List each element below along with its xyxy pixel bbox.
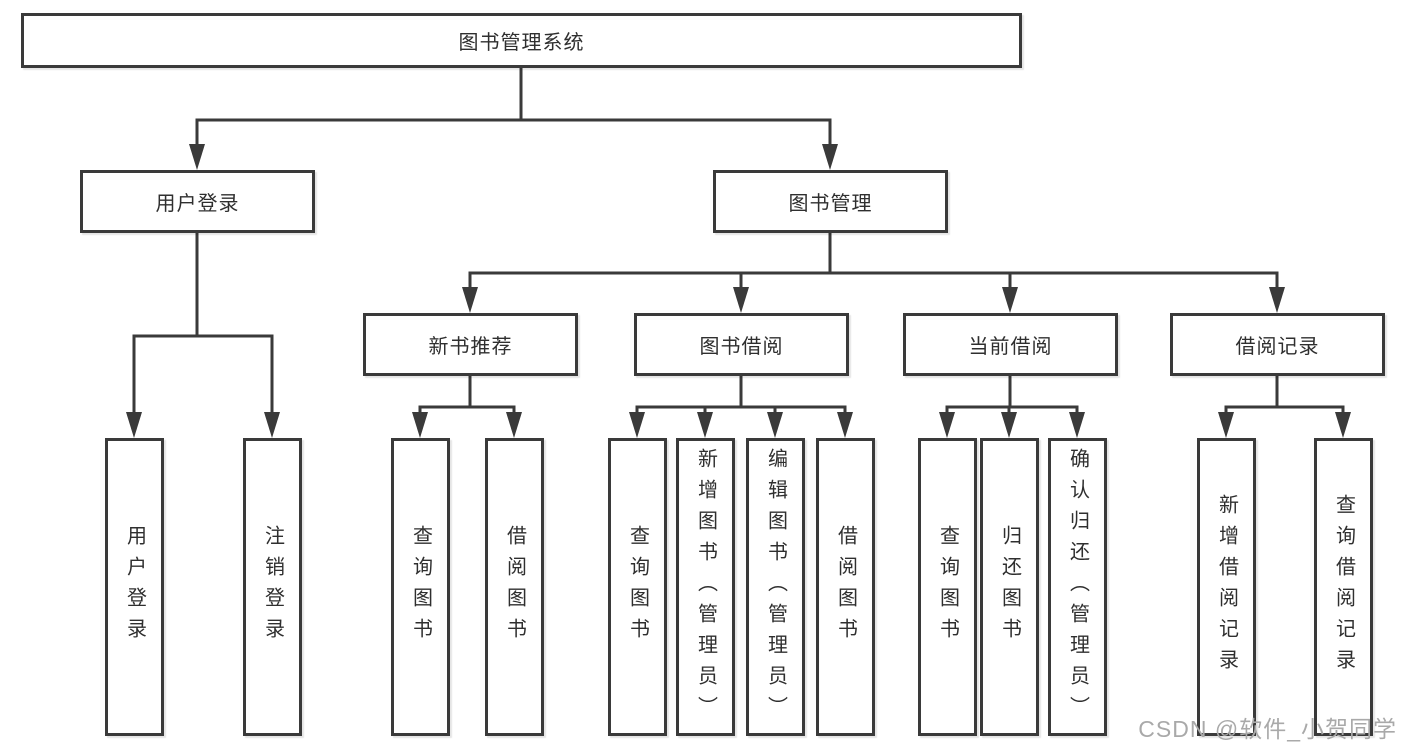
node-label: 用户登录 bbox=[155, 193, 240, 215]
arrowhead-icon bbox=[697, 412, 713, 438]
node-label: 新增借阅记录 bbox=[1215, 494, 1238, 680]
node-label: 借阅记录 bbox=[1235, 336, 1320, 358]
arrowhead-icon bbox=[767, 412, 783, 438]
node-label: 查询图书 bbox=[936, 525, 959, 649]
arrowhead-icon bbox=[189, 144, 205, 170]
node-label: 查询借阅记录 bbox=[1332, 494, 1355, 680]
node-query-books-borrow: 查询图书 bbox=[608, 438, 667, 736]
arrowhead-icon bbox=[1001, 412, 1017, 438]
node-label: 查询图书 bbox=[626, 525, 649, 649]
node-user-login-leaf: 用户登录 bbox=[105, 438, 164, 736]
node-label: 借阅图书 bbox=[834, 525, 857, 649]
arrowhead-icon bbox=[1335, 412, 1351, 438]
node-logout: 注销登录 bbox=[243, 438, 302, 736]
node-label: 图书管理 bbox=[788, 193, 873, 215]
arrowhead-icon bbox=[506, 412, 522, 438]
arrowhead-icon bbox=[462, 287, 478, 313]
node-label: 注销登录 bbox=[261, 525, 284, 649]
node-label: 确认归还（管理员） bbox=[1066, 447, 1089, 727]
node-current-borrowing: 当前借阅 bbox=[903, 313, 1118, 376]
arrowhead-icon bbox=[1269, 287, 1285, 313]
node-query-books-current: 查询图书 bbox=[918, 438, 977, 736]
node-book-borrowing: 图书借阅 bbox=[634, 313, 849, 376]
node-borrowing-records: 借阅记录 bbox=[1170, 313, 1385, 376]
node-label: 归还图书 bbox=[998, 525, 1021, 649]
node-label: 用户登录 bbox=[123, 525, 146, 649]
node-add-book-admin: 新增图书（管理员） bbox=[676, 438, 735, 736]
arrowhead-icon bbox=[1218, 412, 1234, 438]
node-return-book: 归还图书 bbox=[980, 438, 1039, 736]
node-borrow-books-recommend: 借阅图书 bbox=[485, 438, 544, 736]
arrowhead-icon bbox=[412, 412, 428, 438]
node-label: 新书推荐 bbox=[428, 336, 513, 358]
arrowhead-icon bbox=[733, 287, 749, 313]
node-confirm-return-admin: 确认归还（管理员） bbox=[1048, 438, 1107, 736]
node-label: 当前借阅 bbox=[968, 336, 1053, 358]
node-new-book-recommendation: 新书推荐 bbox=[363, 313, 578, 376]
node-add-borrow-record: 新增借阅记录 bbox=[1197, 438, 1256, 736]
arrowhead-icon bbox=[822, 144, 838, 170]
node-book-management: 图书管理 bbox=[713, 170, 948, 233]
node-borrow-book: 借阅图书 bbox=[816, 438, 875, 736]
node-label: 借阅图书 bbox=[503, 525, 526, 649]
node-edit-book-admin: 编辑图书（管理员） bbox=[746, 438, 805, 736]
node-label: 图书借阅 bbox=[699, 336, 784, 358]
arrowhead-icon bbox=[1069, 412, 1085, 438]
node-query-borrow-record: 查询借阅记录 bbox=[1314, 438, 1373, 736]
arrowhead-icon bbox=[126, 412, 142, 438]
arrowhead-icon bbox=[939, 412, 955, 438]
arrowhead-icon bbox=[837, 412, 853, 438]
node-label: 编辑图书（管理员） bbox=[764, 447, 787, 727]
node-label: 图书管理系统 bbox=[458, 32, 585, 54]
arrowhead-icon bbox=[1002, 287, 1018, 313]
csdn-watermark: CSDN @软件_小贺同学 bbox=[1138, 716, 1397, 742]
node-label: 查询图书 bbox=[409, 525, 432, 649]
arrowhead-icon bbox=[629, 412, 645, 438]
node-query-books-recommend: 查询图书 bbox=[391, 438, 450, 736]
node-library-management-system: 图书管理系统 bbox=[21, 13, 1022, 68]
node-user-login: 用户登录 bbox=[80, 170, 315, 233]
arrowhead-icon bbox=[264, 412, 280, 438]
node-label: 新增图书（管理员） bbox=[694, 447, 717, 727]
